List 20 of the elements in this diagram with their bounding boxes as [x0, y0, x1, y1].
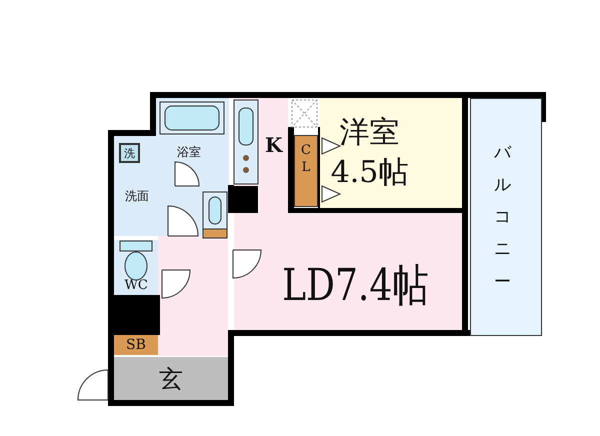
entrance — [114, 357, 228, 400]
washer-box — [119, 143, 140, 163]
living-room — [234, 213, 462, 330]
room-label: 洗面 — [124, 190, 149, 202]
room-label: CL — [300, 143, 312, 177]
shoe-box — [114, 335, 158, 355]
room-label: LD7.4帖 — [282, 264, 428, 308]
kitchen — [259, 98, 288, 213]
bedroom — [320, 98, 462, 208]
balcony — [470, 98, 542, 336]
closet — [294, 135, 318, 207]
room-label: WC — [124, 278, 148, 292]
room-label: 玄 — [159, 366, 183, 390]
room-label: 浴室 — [176, 146, 201, 158]
room-label: バルコニー — [494, 142, 511, 294]
room-label: K — [265, 135, 282, 156]
room-label: 洋室 — [340, 118, 400, 148]
room-label: 4.5帖 — [330, 158, 408, 188]
room-label: SB — [126, 338, 146, 352]
room-label: 洗 — [124, 148, 135, 158]
